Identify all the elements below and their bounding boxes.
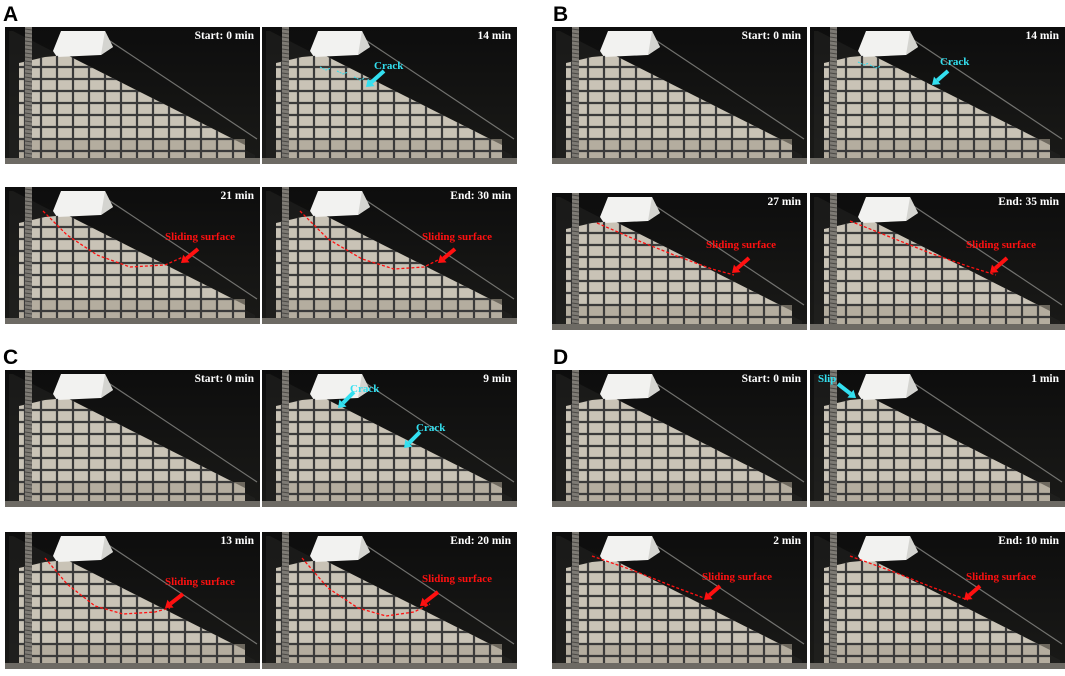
slope-model-photo <box>5 370 260 507</box>
group-label-b: B <box>553 3 569 26</box>
sliding-surface-line <box>42 210 184 268</box>
sliding-surface-label: Sliding surface <box>165 231 235 243</box>
time-label: 21 min <box>220 190 254 202</box>
group-label-d: D <box>553 346 569 369</box>
time-label: 14 min <box>477 30 511 42</box>
photo-panel-c-crack: 9 min Crack Crack <box>262 370 517 507</box>
time-label: Start: 0 min <box>741 373 801 385</box>
annotation-arrow <box>169 592 185 606</box>
time-label: 2 min <box>773 535 801 547</box>
slope-model-photo <box>262 532 517 669</box>
photo-panel-a-end: End: 30 min Sliding surface <box>262 187 517 324</box>
photo-panel-b-start: Start: 0 min <box>552 27 807 164</box>
sliding-surface-label: Sliding surface <box>706 239 776 251</box>
sliding-surface-label: Sliding surface <box>422 231 492 243</box>
photo-panel-d-end: End: 10 min Sliding surface <box>810 532 1065 669</box>
sliding-surface-line <box>849 220 997 276</box>
photo-panel-b-end: End: 35 min Sliding surface <box>810 193 1065 330</box>
annotation-arrow <box>341 390 356 405</box>
photo-panel-c-end: End: 20 min Sliding surface <box>262 532 517 669</box>
crack-label: Crack <box>374 60 404 72</box>
annotation-arrow <box>185 247 200 261</box>
photo-panel-a-crack: 14 min Crack <box>262 27 517 164</box>
crack-label: Crack <box>416 422 446 434</box>
photo-panel-d-slip: 1 min Slip <box>810 370 1065 507</box>
sliding-surface-line <box>299 210 441 270</box>
group-label-c: C <box>3 346 19 369</box>
annotation-arrow <box>442 247 457 261</box>
sliding-surface-label: Sliding surface <box>702 571 772 583</box>
photo-panel-c-sliding: 13 min Sliding surface <box>5 532 260 669</box>
slope-model-photo <box>552 27 807 164</box>
time-label: 27 min <box>767 196 801 208</box>
sliding-surface-line <box>849 555 969 601</box>
photo-panel-d-start: Start: 0 min <box>552 370 807 507</box>
slope-model-photo <box>5 187 260 324</box>
slope-model-photo <box>262 370 517 507</box>
annotation-arrow <box>369 69 386 84</box>
annotation-arrow <box>735 256 751 270</box>
time-label: Start: 0 min <box>741 30 801 42</box>
annotation-arrow <box>935 69 950 82</box>
time-label: End: 10 min <box>998 535 1059 547</box>
group-label-a: A <box>3 3 19 26</box>
sliding-surface-line <box>591 555 705 599</box>
sliding-surface-label: Sliding surface <box>966 571 1036 583</box>
time-label: 14 min <box>1025 30 1059 42</box>
slope-model-photo <box>262 187 517 324</box>
time-label: 1 min <box>1031 373 1059 385</box>
sliding-surface-label: Sliding surface <box>422 573 492 585</box>
slope-model-photo <box>810 27 1065 164</box>
slope-model-photo <box>810 370 1065 507</box>
slope-model-photo <box>262 27 517 164</box>
slope-model-photo <box>810 532 1065 669</box>
annotation-arrow <box>707 584 722 597</box>
time-label: Start: 0 min <box>194 30 254 42</box>
time-label: End: 35 min <box>998 196 1059 208</box>
photo-panel-a-sliding: 21 min Sliding surface <box>5 187 260 324</box>
slope-model-photo <box>552 370 807 507</box>
sliding-surface-label: Sliding surface <box>165 576 235 588</box>
slope-model-photo <box>552 193 807 330</box>
slope-model-photo <box>5 532 260 669</box>
time-label: 9 min <box>483 373 511 385</box>
photo-panel-b-sliding: 27 min Sliding surface <box>552 193 807 330</box>
time-label: End: 30 min <box>450 190 511 202</box>
annotation-arrow <box>424 590 440 604</box>
annotation-arrow <box>836 382 852 396</box>
slope-model-photo <box>552 532 807 669</box>
photo-panel-d-sliding: 2 min Sliding surface <box>552 532 807 669</box>
sliding-surface-line <box>596 222 735 276</box>
slip-label: Slip <box>818 373 837 385</box>
sliding-surface-label: Sliding surface <box>966 239 1036 251</box>
time-label: End: 20 min <box>450 535 511 547</box>
slope-model-photo <box>5 27 260 164</box>
time-label: 13 min <box>220 535 254 547</box>
annotation-arrow <box>993 256 1009 270</box>
annotation-arrow <box>407 430 422 445</box>
slope-model-photo <box>810 193 1065 330</box>
photo-panel-a-start: Start: 0 min <box>5 27 260 164</box>
photo-panel-c-start: Start: 0 min <box>5 370 260 507</box>
crack-label: Crack <box>350 383 380 395</box>
time-label: Start: 0 min <box>194 373 254 385</box>
annotation-arrow <box>967 584 982 597</box>
sliding-surface-line <box>301 557 431 617</box>
crack-label: Crack <box>940 56 970 68</box>
photo-panel-b-crack: 14 min Crack <box>810 27 1065 164</box>
